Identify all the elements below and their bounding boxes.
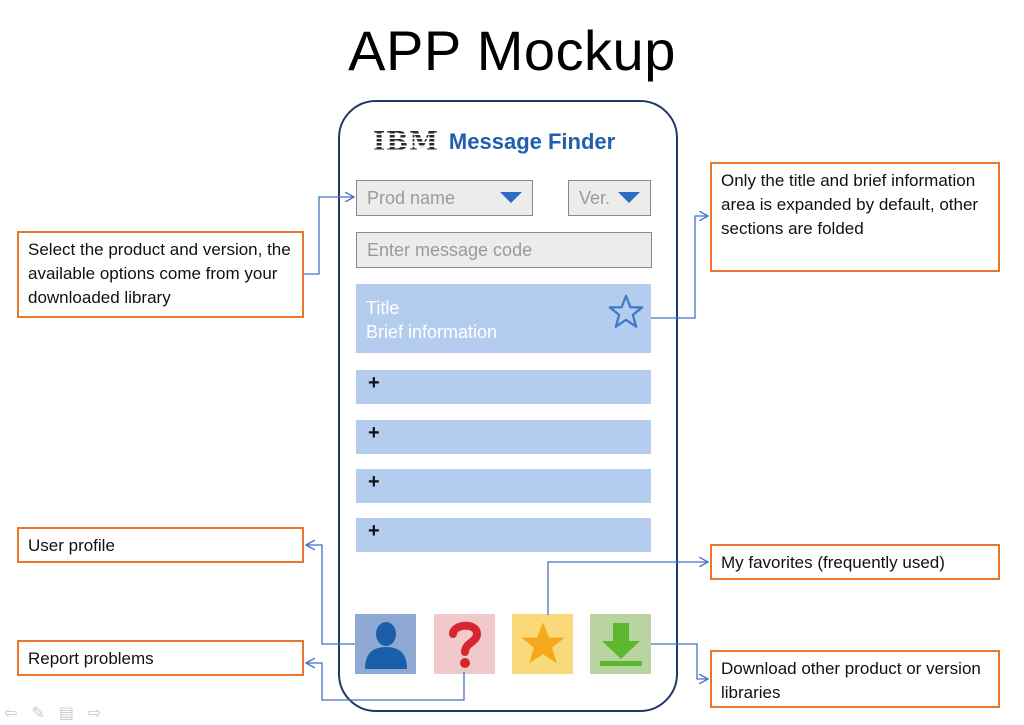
app-header: IBM Message Finder [373, 126, 615, 158]
star-outline-icon[interactable] [607, 293, 645, 331]
download-arrow-icon [599, 623, 642, 666]
callout-download: Download other product or version librar… [710, 650, 1000, 708]
message-code-placeholder: Enter message code [367, 239, 533, 260]
prev-arrow-icon[interactable]: ⇦ [4, 705, 18, 722]
callout-report-problems: Report problems [17, 640, 304, 676]
next-arrow-icon[interactable]: ⇨ [87, 705, 102, 722]
folded-section[interactable]: + [356, 518, 651, 552]
app-name: Message Finder [448, 129, 616, 154]
folded-section[interactable]: + [356, 370, 651, 404]
expand-toggle[interactable]: + [368, 520, 380, 542]
pen-icon[interactable]: ✎ [31, 705, 45, 722]
page-title: APP Mockup [348, 19, 676, 82]
expand-toggle[interactable]: + [368, 372, 380, 394]
folded-section[interactable]: + [356, 469, 651, 503]
star-icon [520, 622, 565, 664]
report-problem-button[interactable] [434, 614, 495, 674]
callout-product-version: Select the product and version, the avai… [17, 231, 304, 318]
result-title: Title [366, 298, 400, 318]
callout-user-profile: User profile [17, 527, 304, 563]
callout-favorites: My favorites (frequently used) [710, 544, 1000, 580]
user-profile-icon [364, 622, 407, 669]
message-code-input[interactable]: Enter message code [356, 232, 652, 268]
result-card[interactable]: Title Brief information [356, 284, 651, 353]
product-select[interactable]: Prod name [356, 180, 533, 216]
menu-icon[interactable]: ▤ [58, 705, 74, 722]
callout-default-expanded: Only the title and brief information are… [710, 162, 1000, 272]
chevron-down-icon [500, 192, 522, 203]
version-select-placeholder: Ver. [579, 187, 611, 208]
ibm-logo: IBM [373, 127, 439, 157]
slideshow-controls: ⇦ ✎ ▤ ⇨ [4, 703, 101, 723]
result-brief: Brief information [366, 322, 498, 342]
product-select-placeholder: Prod name [367, 187, 456, 208]
favorites-button[interactable] [512, 614, 573, 674]
expand-toggle[interactable]: + [368, 471, 380, 493]
download-button[interactable] [590, 614, 651, 674]
chevron-down-icon [618, 192, 640, 203]
expand-toggle[interactable]: + [368, 422, 380, 444]
version-select[interactable]: Ver. [568, 180, 651, 216]
folded-section[interactable]: + [356, 420, 651, 454]
question-mark-icon [448, 621, 481, 668]
user-profile-button[interactable] [355, 614, 416, 674]
